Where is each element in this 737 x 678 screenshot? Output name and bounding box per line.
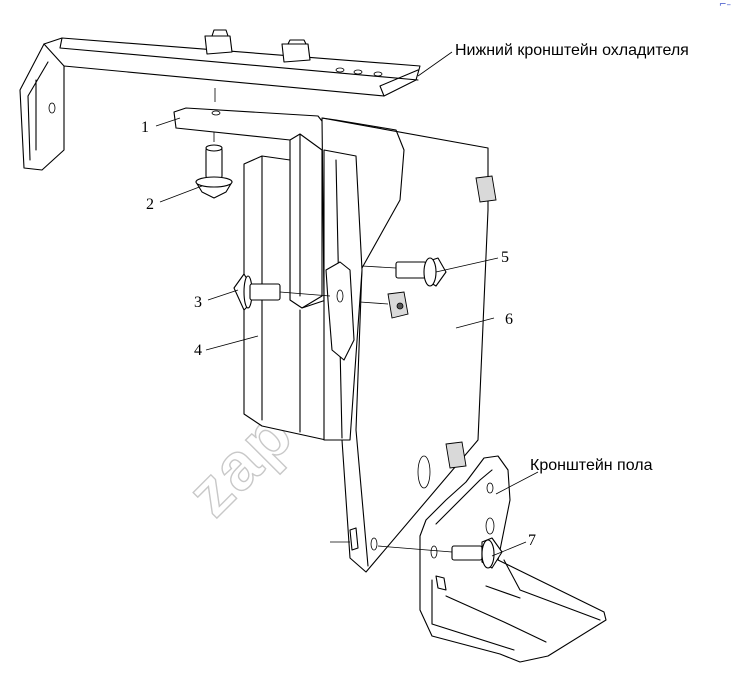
upper-cooler-bracket [19, 29, 421, 171]
leader-3 [207, 289, 239, 301]
corner-mark: ⌐– [718, 0, 731, 10]
label-floor-bracket: Кронштейн пола [530, 457, 653, 474]
floor-bracket [419, 455, 607, 663]
leader-6 [455, 317, 495, 329]
callout-7: 7 [528, 532, 536, 549]
edge-nut-top [475, 175, 497, 203]
callout-3: 3 [194, 294, 202, 311]
callout-6: 6 [505, 311, 513, 328]
leader-7 [491, 541, 527, 557]
part-7-bolt [377, 537, 503, 569]
callout-1: 1 [141, 119, 149, 136]
leader-2 [159, 185, 203, 203]
leader-1 [155, 117, 181, 127]
leader-5 [435, 257, 499, 273]
part-6-front-strip [325, 261, 355, 361]
callout-2: 2 [146, 196, 154, 213]
leader-4 [205, 335, 259, 351]
center-nut [359, 291, 409, 319]
label-upper-cooler-bracket: Нижний кронштейн охладителя [455, 42, 689, 59]
callout-5: 5 [501, 249, 509, 266]
part-1-adapter-plate [173, 107, 333, 309]
leader-floor-bracket [495, 471, 539, 495]
part-3-bolt [233, 273, 331, 311]
part-2-bolt [195, 144, 233, 199]
edge-nut-bottom [445, 441, 467, 469]
callout-4: 4 [194, 342, 202, 359]
leader-upper-bracket [417, 51, 453, 77]
